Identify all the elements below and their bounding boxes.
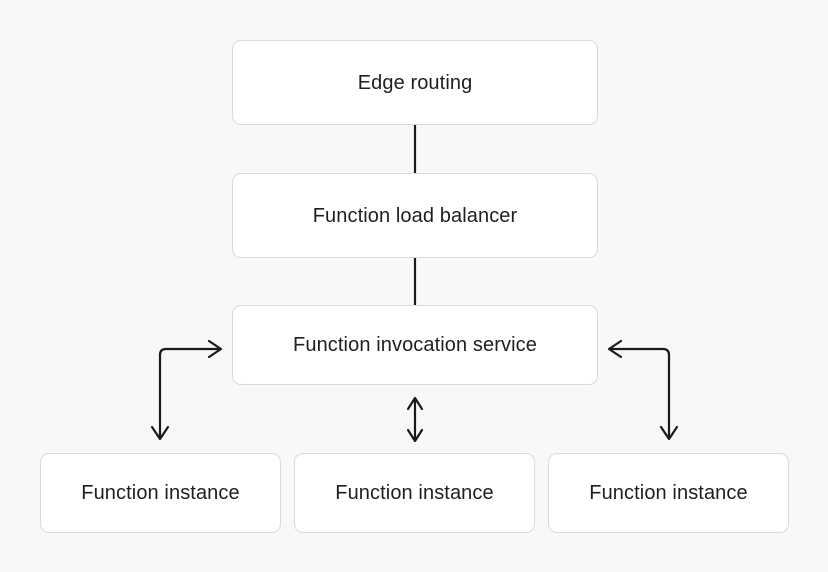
node-function-invocation-service-label: Function invocation service [293, 334, 537, 356]
arrowhead-right [207, 339, 223, 359]
node-function-instance-left-label: Function instance [81, 482, 240, 504]
arrowhead-down [406, 428, 424, 443]
node-edge-routing-label: Edge routing [357, 71, 473, 94]
node-function-instance-right[interactable]: Function instance [548, 453, 789, 533]
arrowhead-down [659, 425, 679, 441]
node-edge-routing[interactable]: Edge routing [232, 40, 598, 125]
node-function-load-balancer[interactable]: Function load balancer [232, 173, 598, 258]
arrowhead-up [406, 396, 424, 411]
arrowhead-left [607, 339, 623, 359]
node-function-invocation-service[interactable]: Function invocation service [232, 305, 598, 385]
node-function-instance-center-label: Function instance [335, 482, 494, 504]
connector-invocation-service-to-instance-center [406, 396, 424, 443]
arrowhead-down [150, 425, 170, 441]
connector-invocation-service-to-instance-left [150, 339, 223, 441]
node-function-instance-left[interactable]: Function instance [40, 453, 281, 533]
node-function-instance-right-label: Function instance [589, 482, 748, 504]
node-function-instance-center[interactable]: Function instance [294, 453, 535, 533]
connector-invocation-service-to-instance-right [607, 339, 679, 441]
node-function-load-balancer-label: Function load balancer [312, 204, 518, 227]
